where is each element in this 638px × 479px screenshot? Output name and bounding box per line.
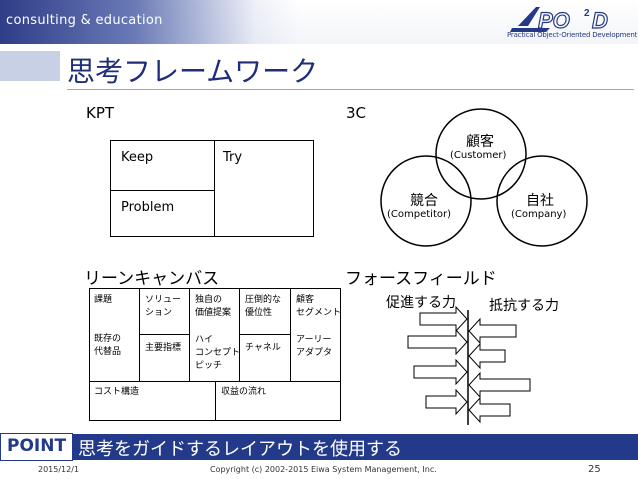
svg-text:D: D bbox=[592, 8, 608, 33]
driving-arrow-2 bbox=[407, 328, 468, 356]
lean-line bbox=[215, 381, 216, 421]
company-sub: (Company) bbox=[511, 209, 567, 220]
lean-key-metrics: 主要指標 bbox=[145, 343, 182, 353]
three-c-heading: 3C bbox=[346, 104, 367, 122]
force-field-driving-label: 促進する力 bbox=[386, 295, 456, 311]
competitor-sub: (Competitor) bbox=[387, 209, 451, 220]
customer-label: 顧客 bbox=[466, 134, 494, 150]
lean-channels: チャネル bbox=[245, 343, 281, 353]
footer-date: 2015/12/1 bbox=[38, 465, 80, 474]
point-text: 思考をガイドするレイアウトを使用する bbox=[78, 439, 402, 460]
restraining-arrow-4 bbox=[468, 396, 511, 424]
competitor-circle bbox=[380, 155, 472, 247]
lean-advantage: 圧倒的な優位性 bbox=[245, 295, 282, 318]
footer-copyright: Copyright (c) 2002-2015 Eiwa System Mana… bbox=[210, 465, 437, 474]
force-field-restraining-label: 抵抗する力 bbox=[489, 298, 559, 314]
kpt-heading: KPT bbox=[86, 104, 115, 122]
point-label: POINT bbox=[0, 433, 74, 461]
lean-line bbox=[139, 334, 190, 335]
lean-cost: コスト構造 bbox=[94, 387, 140, 397]
lean-alternatives: 既存の代替品 bbox=[94, 334, 122, 357]
page-number: 25 bbox=[588, 464, 601, 475]
header-band bbox=[0, 0, 300, 44]
header-tagline: consulting & education bbox=[6, 13, 163, 28]
force-field-diagram bbox=[407, 305, 531, 425]
competitor-label: 競合 bbox=[410, 193, 438, 209]
kpt-divider-horizontal bbox=[110, 190, 215, 191]
svg-text:2: 2 bbox=[584, 8, 590, 19]
point-bar bbox=[0, 434, 638, 460]
svg-text:PO: PO bbox=[538, 8, 570, 33]
page-title: 思考フレームワーク bbox=[67, 55, 319, 88]
restraining-arrow-3 bbox=[468, 371, 531, 399]
lean-early-adopters: アーリーアダプタ bbox=[296, 335, 333, 358]
lean-problem: 課題 bbox=[94, 295, 113, 305]
kpt-divider-vertical bbox=[214, 140, 215, 237]
driving-arrow-4 bbox=[425, 388, 468, 416]
kpt-problem: Problem bbox=[121, 200, 175, 215]
lean-line bbox=[239, 334, 291, 335]
kpt-frame bbox=[110, 140, 314, 237]
customer-circle bbox=[435, 108, 527, 200]
customer-sub: (Customer) bbox=[450, 150, 507, 161]
logo-subtitle: Practical Object-Oriented Development bbox=[507, 31, 638, 39]
lean-solution: ソリューション bbox=[145, 295, 182, 318]
restraining-arrow-1 bbox=[468, 317, 517, 345]
restraining-arrow-2 bbox=[468, 342, 506, 370]
lean-segments: 顧客セグメント bbox=[296, 295, 342, 318]
title-accent-bar bbox=[0, 51, 60, 81]
lean-canvas-heading: リーンキャンバス bbox=[84, 269, 220, 289]
three-c-diagram bbox=[380, 108, 588, 247]
driving-arrow-1 bbox=[419, 305, 468, 333]
lean-revenue: 収益の流れ bbox=[221, 387, 267, 397]
lean-line bbox=[89, 381, 341, 382]
lean-high-concept: ハイコンセプトピッチ bbox=[195, 335, 241, 371]
title-underline bbox=[67, 89, 634, 90]
lean-uvp: 独自の価値提案 bbox=[195, 295, 232, 318]
company-label: 自社 bbox=[526, 193, 554, 209]
company-logo: PO 2 D bbox=[510, 7, 609, 34]
driving-arrow-3 bbox=[413, 358, 468, 386]
kpt-try: Try bbox=[223, 150, 243, 165]
kpt-keep: Keep bbox=[121, 150, 154, 165]
company-circle bbox=[496, 155, 588, 247]
force-field-heading: フォースフィールド bbox=[345, 269, 497, 289]
